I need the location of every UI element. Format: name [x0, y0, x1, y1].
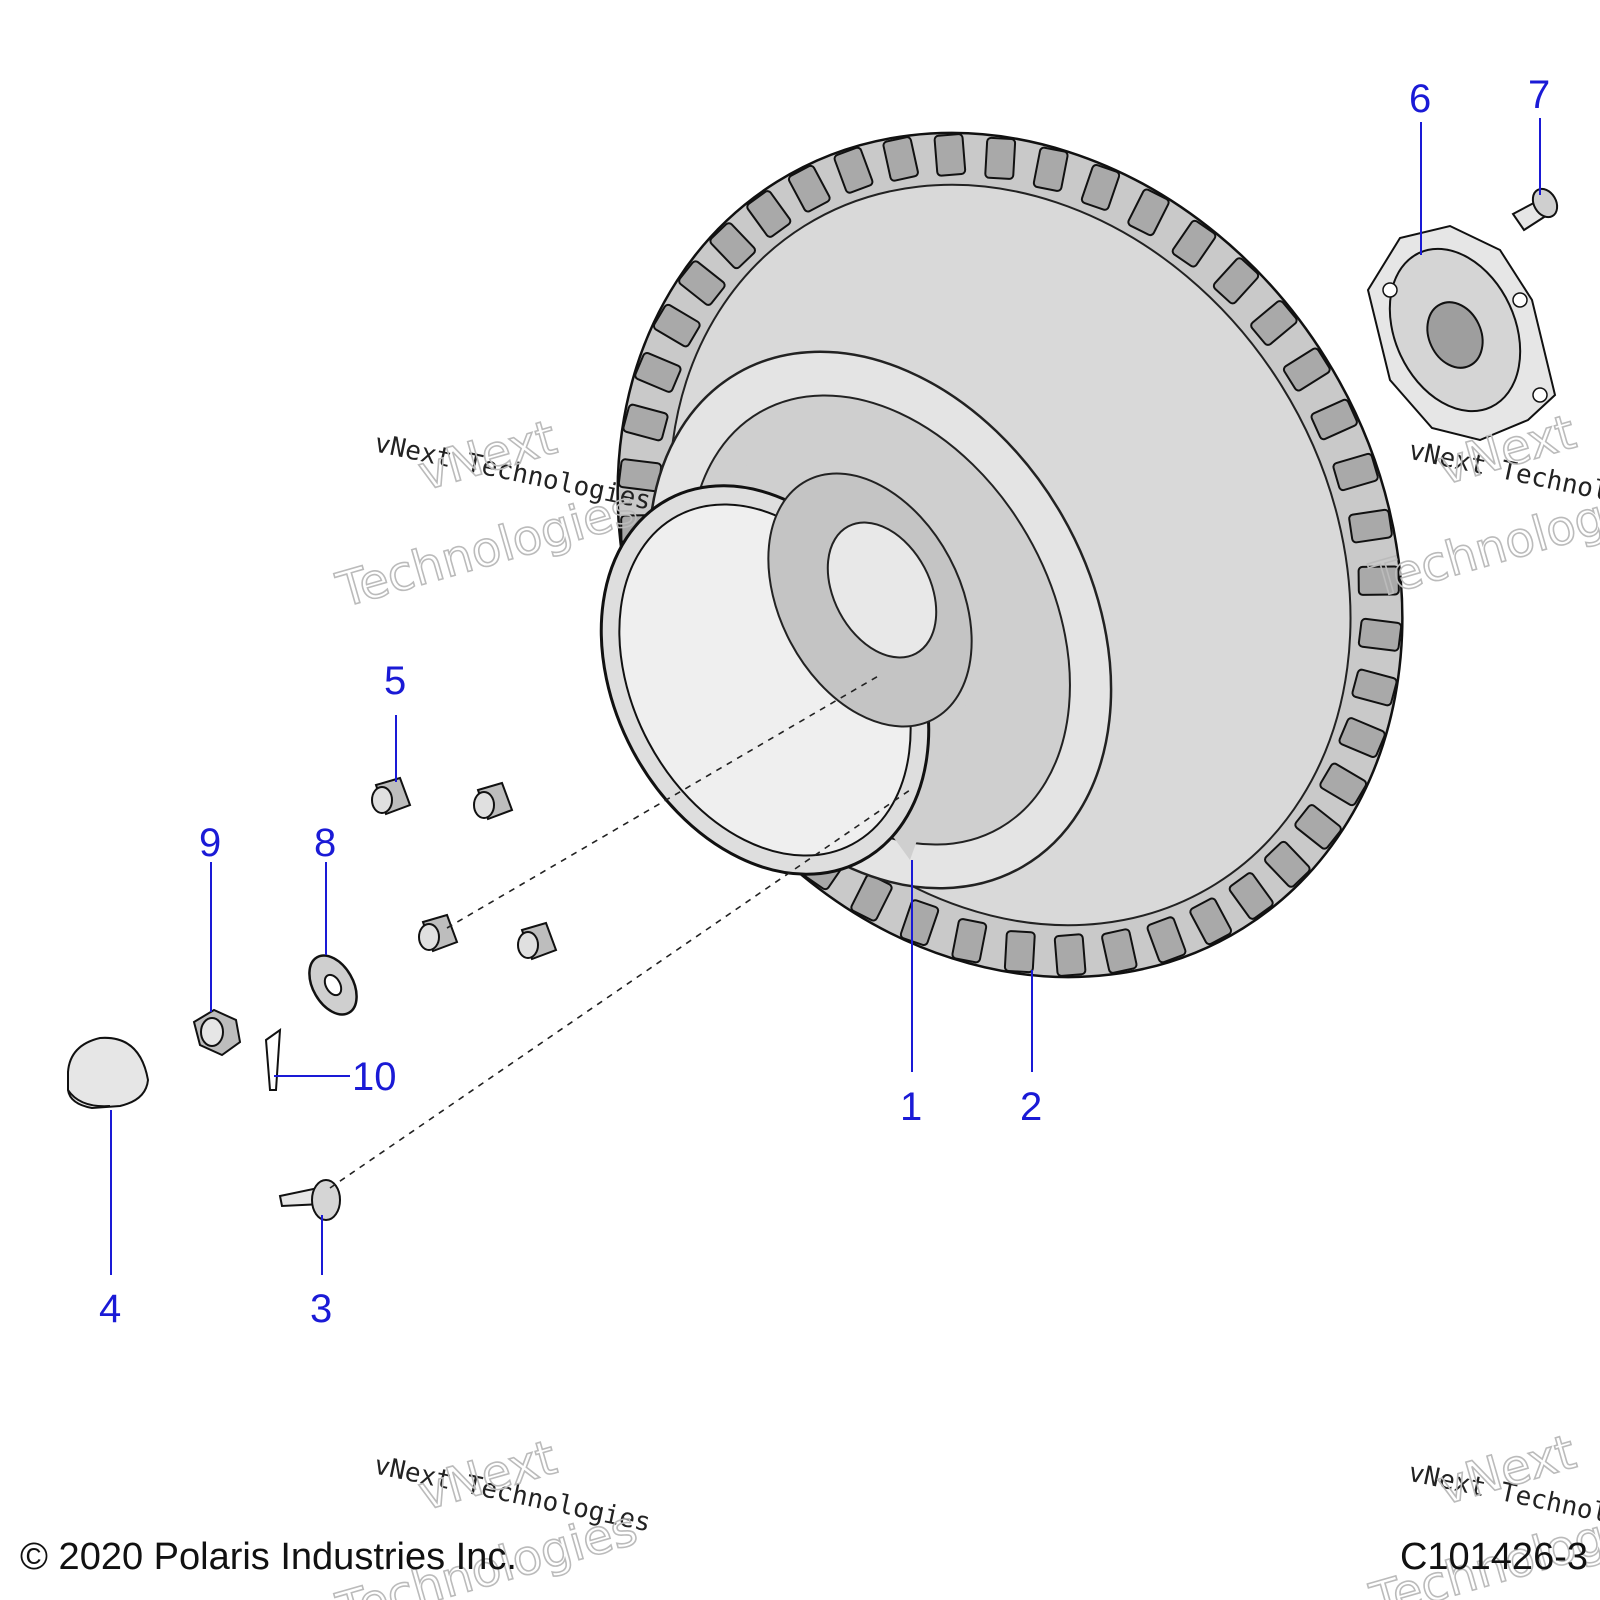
- lug-nut: [371, 776, 412, 816]
- tread-block: [933, 133, 967, 177]
- cotter-pin-part-10: [264, 1027, 282, 1091]
- tread-block: [1189, 897, 1233, 946]
- tread-block: [1032, 146, 1069, 192]
- lug-nut: [418, 913, 459, 953]
- castle-nut-part-9: [192, 1008, 242, 1057]
- stud-part-7: [1511, 187, 1559, 232]
- tread-block: [1357, 617, 1403, 652]
- tread-block: [709, 222, 756, 270]
- tread-block: [746, 190, 792, 238]
- tread-block: [1310, 398, 1358, 441]
- tread-block: [1264, 840, 1311, 888]
- callout-labels: 1 2 3 4 5 6 7 8 9 10: [99, 73, 1550, 1331]
- washer-part-8: [308, 954, 358, 1016]
- callout-8: 8: [314, 821, 336, 865]
- tread-block: [1212, 257, 1260, 305]
- tread-block: [1146, 916, 1187, 964]
- tread-block: [652, 303, 701, 348]
- wheel-rim-part-1: [599, 430, 1000, 876]
- tread-block: [1053, 933, 1087, 977]
- tread-block: [634, 351, 682, 393]
- callout-5: 5: [384, 659, 406, 703]
- callout-1: 1: [900, 1085, 922, 1129]
- tread-block: [678, 260, 726, 306]
- tread-block: [951, 918, 988, 964]
- lug-nuts-part-5: [371, 776, 558, 961]
- lug-nut: [517, 921, 558, 961]
- tread-block: [1080, 164, 1121, 211]
- copyright-notice: © 2020 Polaris Industries Inc.: [20, 1536, 517, 1578]
- tread-block: [1357, 565, 1400, 596]
- tread-block: [1282, 347, 1331, 392]
- callout-6: 6: [1409, 77, 1431, 121]
- tread-block: [1338, 717, 1386, 759]
- callout-2: 2: [1020, 1085, 1042, 1129]
- callout-3: 3: [310, 1287, 332, 1331]
- tread-block: [622, 403, 669, 442]
- tread-block: [1294, 804, 1342, 850]
- valve-stem-part-3: [278, 1179, 341, 1221]
- tread-block: [1319, 762, 1368, 807]
- tread-block: [1003, 930, 1036, 974]
- callout-4: 4: [99, 1287, 121, 1331]
- callout-7: 7: [1528, 73, 1550, 117]
- tread-block: [882, 136, 919, 182]
- tread-block: [1171, 219, 1217, 268]
- tread-block: [1332, 452, 1379, 492]
- watermark-outline-word: Technologies: [330, 480, 643, 619]
- tread-block: [833, 146, 874, 194]
- tread-block: [1101, 928, 1138, 974]
- wheel-hub-part-6: [1366, 224, 1557, 442]
- tread-block: [1351, 668, 1398, 707]
- tread-block: [984, 136, 1017, 180]
- watermark-outline-top-left: vNext Technologies: [330, 409, 644, 620]
- tread-block: [1250, 300, 1298, 346]
- callout-9: 9: [199, 821, 221, 865]
- tread-block: [787, 164, 831, 213]
- leader-lines: [110, 118, 1541, 1275]
- tread-block: [1127, 188, 1170, 237]
- callout-10: 10: [352, 1055, 397, 1099]
- center-cap-part-4: [67, 1036, 150, 1110]
- figure-id: C101426-3: [1399, 1536, 1588, 1578]
- tread-block: [1228, 872, 1274, 920]
- tread-block: [899, 899, 940, 946]
- tread-block: [1348, 508, 1393, 544]
- assembly-line-valve: [329, 789, 911, 1189]
- lug-nut: [473, 781, 514, 821]
